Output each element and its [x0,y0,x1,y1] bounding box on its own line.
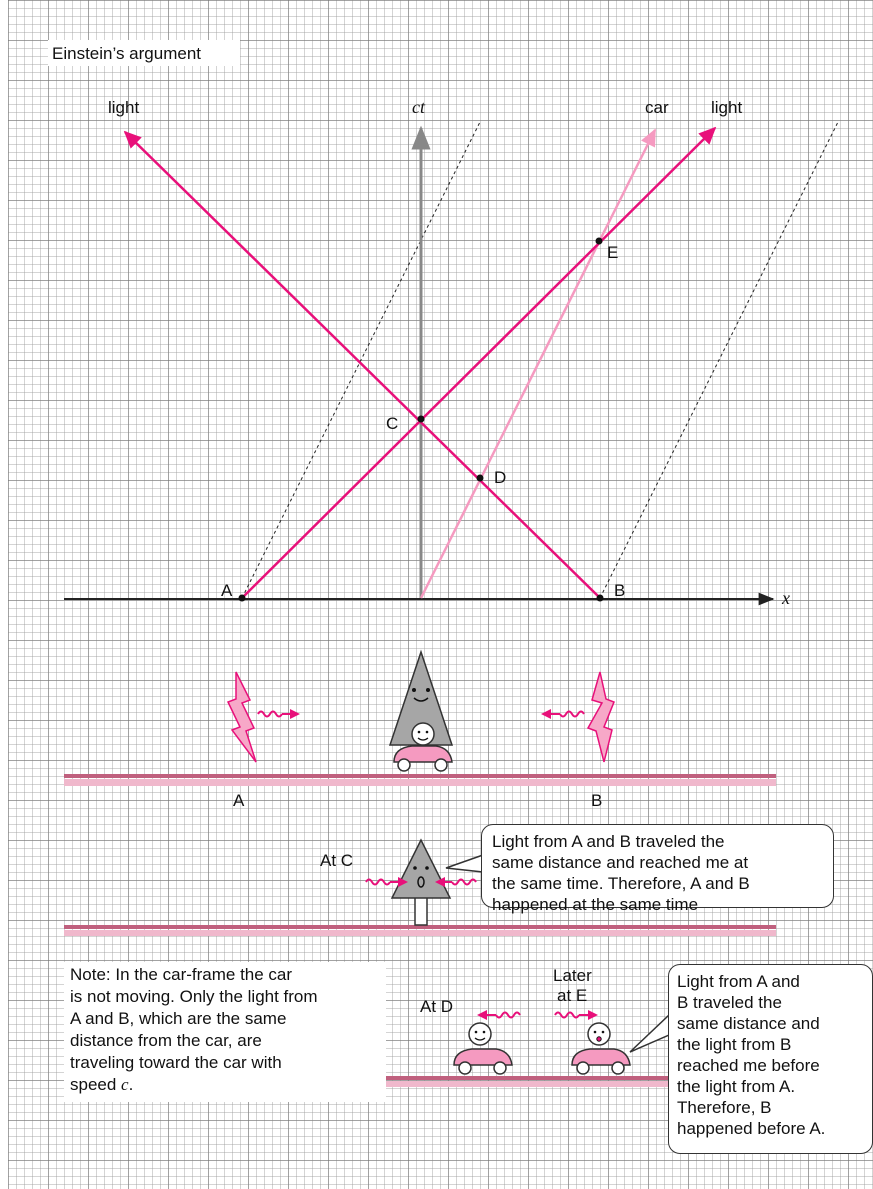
note-line-speed: speed c. [70,1074,380,1096]
ground-line-1 [64,774,776,778]
bubble-e-line: reached me before [677,1055,864,1076]
label-e: E [607,243,618,262]
event-d-dot [477,475,484,482]
note-speed-suffix: . [129,1075,134,1094]
lightning-a-icon [228,672,256,762]
at-d-label: At D [420,997,453,1016]
ground-shadow-2 [64,930,776,936]
ground-label-a: A [233,791,245,810]
note-line: Note: In the car-frame the car [70,964,380,986]
note-line: traveling toward the car with [70,1052,380,1074]
wave-icon [560,712,584,717]
event-a-dot [239,595,246,602]
note-speed-prefix: speed [70,1075,121,1094]
at-c-label: At C [320,851,353,870]
bubble-e-line: Light from A and [677,971,864,992]
at-e-label: at E [557,986,587,1005]
light-ray-from-b [125,132,600,598]
speech-bubble-e: Light from A and B traveled the same dis… [668,964,873,1154]
bubble-tail-e [630,1015,669,1052]
bubble-e-line: same distance and [677,1013,864,1034]
label-a: A [221,581,233,600]
wave-icon [258,712,282,717]
car-worldline [421,130,655,598]
bubble-e-line: the light from B [677,1034,864,1055]
bubble-c-line: the same time. Therefore, A and B [492,873,823,894]
ground-label-b: B [591,791,602,810]
car-label: car [645,98,669,117]
event-e-dot [596,238,603,245]
bubble-c-line: same distance and reached me at [492,852,823,873]
note-text: Note: In the car-frame the car is not mo… [64,962,386,1102]
ground-shadow-1 [64,779,776,786]
light-ray-from-a [242,128,715,598]
bubble-e-line: B traveled the [677,992,864,1013]
diagram-title: Einstein’s argument [52,44,201,63]
dashed-line-from-a [242,122,480,598]
note-speed-symbol: c [121,1075,129,1094]
bubble-c-line: happened at the same time [492,894,823,915]
note-line: is not moving. Only the light from [70,986,380,1008]
speech-bubble-c: Light from A and B traveled the same dis… [481,824,834,908]
lightning-b-icon [588,672,614,762]
label-b: B [614,581,625,600]
label-d: D [494,468,506,487]
bubble-e-line: the light from A. [677,1076,864,1097]
dashed-line-from-b [600,122,838,598]
event-c-dot [418,416,425,423]
label-c: C [386,414,398,433]
tree-icon [392,840,450,898]
ct-axis-label: ct [412,97,426,117]
bubble-c-line: Light from A and B traveled the [492,831,823,852]
x-axis-label: x [781,588,790,608]
note-line: distance from the car, are [70,1030,380,1052]
light-label-left: light [108,98,139,117]
bubble-tail-c [446,855,483,872]
later-label: Later [553,966,592,985]
bubble-e-line: Therefore, B [677,1097,864,1118]
note-line: A and B, which are the same [70,1008,380,1030]
light-label-right: light [711,98,742,117]
bubble-e-line: happened before A. [677,1118,864,1139]
event-b-dot [597,595,604,602]
